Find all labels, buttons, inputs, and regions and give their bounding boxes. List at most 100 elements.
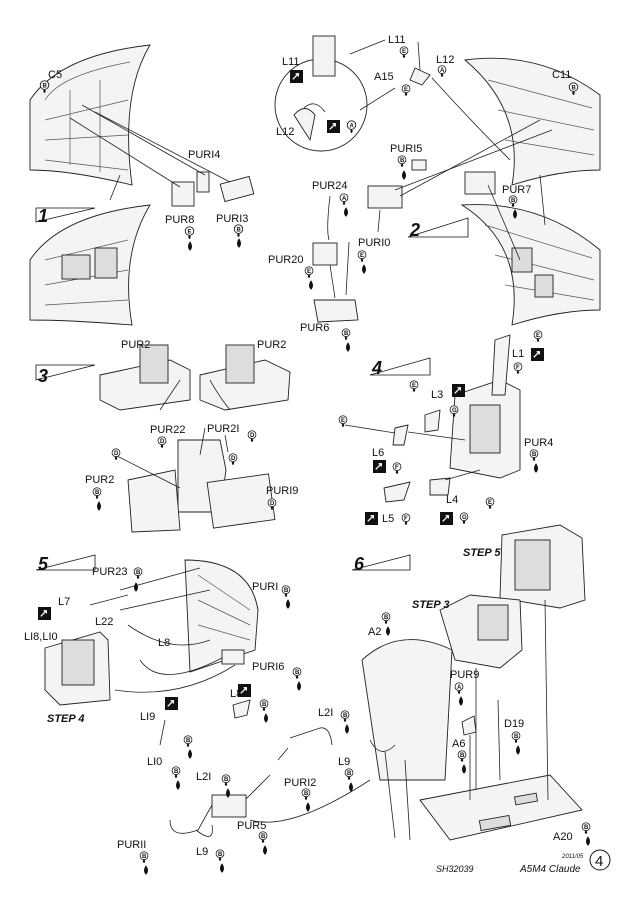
label-l9-a: L9 [338,756,350,768]
label-l21-a: L2I [318,707,333,719]
glue-drop-icon [459,696,463,706]
step-number: 2 [409,220,420,240]
badge-letter: B [224,777,229,783]
label-pur2-right: PUR2 [257,339,286,351]
glue-drop-icon [286,599,290,609]
label-puri4: PURI4 [188,149,220,161]
cut-remove-icon [440,512,453,525]
badge-letter: D [270,501,275,507]
label-l22: L22 [95,616,113,628]
instrument-box-fitted [61,254,91,280]
glue-drop-icon [402,170,406,180]
drawing-stroke [94,247,118,279]
part-l6-shape [392,424,409,446]
badge-letter: B [142,854,147,860]
label-l6: L6 [372,447,384,459]
badge-letter: F [395,465,399,471]
label-l12-bubble: L12 [276,126,294,138]
label-l5: L5 [382,513,394,525]
part-l1-shape [491,334,511,396]
drawing-stroke [544,599,549,801]
drawing-stroke [369,357,431,376]
badge-letter: A [350,124,355,130]
part-puri9-shape [206,473,276,529]
step-5-lower-cluster: L2I B L9 B PURI2 B L2I B PUR5 B PURII B … [117,707,371,875]
part-l4-shape [429,477,451,496]
label-l4: L4 [446,494,458,506]
glue-drop-icon [309,280,313,290]
glue-drop-icon [176,780,180,790]
label-pur24: PUR24 [312,180,347,192]
sheet-date: 2011/05 [561,854,584,860]
glue-drop-icon [586,836,590,846]
glue-drop-icon [516,745,520,755]
step-3-panel: 3 PUR2 PUR2 PUR22 D PUR2I D D D PUR2 B P… [35,339,298,533]
label-l19: LI9 [140,711,155,723]
drawing-stroke [139,344,169,384]
cut-remove-icon [38,607,51,620]
label-l11: L11 [388,34,406,46]
badge-letter: B [218,852,223,858]
label-a20: A20 [553,831,573,843]
glue-drop-icon [263,845,267,855]
part-pur20-shape [312,242,338,266]
label-puri9: PURI9 [266,485,298,497]
badge-letter: B [347,771,352,777]
drawing-stroke [61,639,95,686]
drawing-stroke [44,61,131,171]
drawing-stroke [394,129,553,191]
label-a15: A15 [374,71,394,83]
drawing-stroke [69,117,181,188]
glue-drop-icon [188,241,192,251]
step-6-panel: 6 STEP 5 STEP 3 A2 B PUR9 A D19 B A6 B A… [351,524,591,846]
badge-letter: E [188,230,192,236]
label-pur6: PUR6 [300,322,329,334]
label-l9-b: L9 [196,846,208,858]
label-pur9: PUR9 [450,669,479,681]
label-l18-l10: LI8,LI0 [24,631,58,643]
drawing-stroke [35,207,96,223]
drawing-stroke [444,469,481,481]
part-pur6-shape [313,299,359,323]
cut-remove-icon [327,120,340,133]
badge-letter: B [136,570,141,576]
part-l5-shape [383,481,411,503]
part-l8-lower [232,699,251,719]
label-l11-bubble: L11 [282,56,300,68]
glue-drop-icon [144,865,148,875]
badge-letter: B [43,84,48,90]
badge-letter: B [343,713,348,719]
sheet-code: SH32039 [436,864,474,874]
label-l21-b: L2I [196,771,211,783]
badge-letter: D [250,433,255,439]
label-puri3: PURI3 [216,213,248,225]
drawing-stroke [195,824,213,837]
drawing-stroke [345,241,350,296]
step-1-panel: 1 C5 B PURI4 PUR8 E PURI3 B [29,44,255,326]
glue-drop-icon [386,626,390,636]
badge-letter: A [440,68,445,74]
label-l3: L3 [431,389,443,401]
drawing-stroke [139,657,223,675]
badge-letter: B [572,86,577,92]
drawing-stroke [303,103,326,113]
cut-remove-icon [452,384,465,397]
sub-step-step4: STEP 4 [47,713,85,725]
step-number: 4 [371,358,382,378]
drawing-stroke [384,751,396,839]
badge-letter: D [114,451,119,457]
drawing-stroke [35,554,96,571]
drawing-stroke [114,664,236,693]
label-c5: C5 [48,69,62,81]
badge-letter: E [307,269,311,275]
badge-letter: G [462,515,467,521]
label-c11: C11 [552,69,571,81]
drawing-stroke [514,539,551,591]
badge-letter: A [457,685,462,691]
glue-drop-icon [306,802,310,812]
page-number-circle [589,849,611,871]
sub-step-step5: STEP 5 [463,547,501,559]
badge-letter: B [384,615,389,621]
part-a20-floor [419,774,583,841]
